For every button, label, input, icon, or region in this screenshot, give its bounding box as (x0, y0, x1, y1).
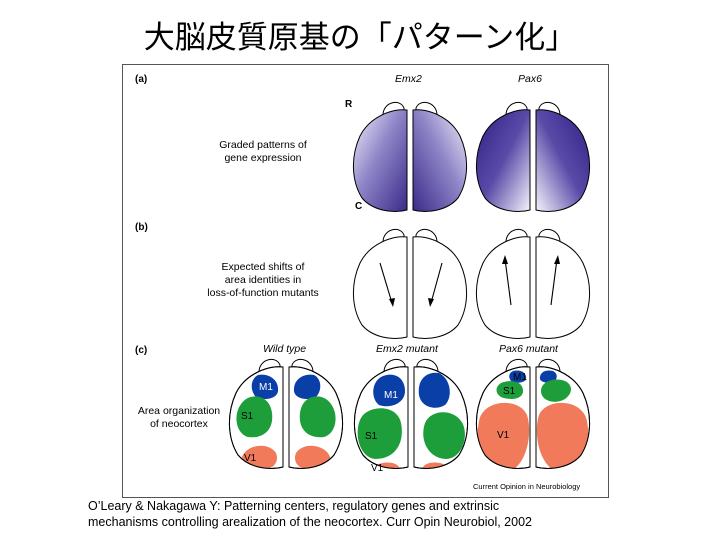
area-label-m1: M1 (259, 382, 273, 393)
area-label-m1: M1 (384, 390, 398, 401)
description-a: Graded patterns of gene expression (219, 139, 307, 164)
area-label-s1: S1 (241, 411, 254, 422)
area-label-v1: V1 (244, 453, 257, 464)
description-b: Expected shifts of area identities in lo… (207, 261, 319, 299)
column-header-emx2-mutant: Emx2 mutant (376, 343, 438, 355)
brain-pax6-shift (475, 228, 591, 339)
panel-label-b: (b) (135, 222, 148, 233)
caudal-label: C (355, 201, 363, 212)
brain-emx2-mutant-areas: M1 S1 V1 (353, 358, 469, 474)
citation: O’Leary & Nakagawa Y: Patterning centers… (88, 499, 532, 529)
brain-pax6-mutant-areas: M1 S1 V1 (475, 358, 591, 469)
journal-credit: Current Opinion in Neurobiology (473, 482, 581, 491)
area-label-v1: V1 (371, 463, 384, 474)
panel-label-a: (a) (135, 74, 148, 85)
column-header-pax6: Pax6 (518, 73, 542, 85)
column-header-pax6-mutant: Pax6 mutant (499, 343, 558, 355)
brain-emx2-gradient (352, 101, 468, 212)
area-label-s1: S1 (503, 386, 516, 397)
figure-panel: (a) (b) (c) Emx2 Pax6 R C Graded pattern… (122, 64, 609, 498)
area-label-m1: M1 (513, 372, 527, 383)
rostral-label: R (345, 99, 353, 110)
slide-title: 大脳皮質原基の「パターン化」 (143, 20, 577, 56)
brain-diagrams: M1 S1 V1 M1 S1 V1 (228, 101, 591, 474)
column-header-wild-type: Wild type (263, 343, 307, 355)
area-label-v1: V1 (497, 430, 510, 441)
panel-label-c: (c) (135, 345, 148, 356)
column-header-emx2: Emx2 (395, 73, 422, 85)
brain-pax6-gradient (475, 101, 591, 212)
description-c: Area organization of neocortex (137, 405, 221, 430)
brain-emx2-shift (352, 228, 468, 339)
area-label-s1: S1 (365, 431, 378, 442)
brain-wild-type-areas: M1 S1 V1 (228, 358, 344, 469)
